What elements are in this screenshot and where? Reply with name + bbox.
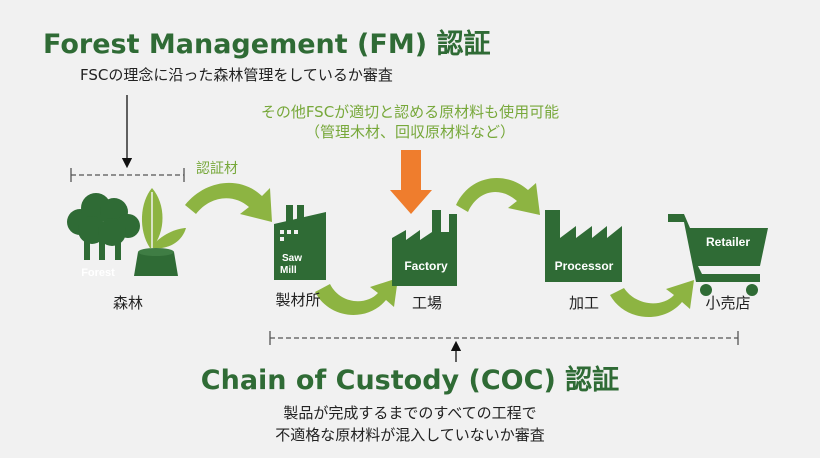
arrow-processor-to-retailer [610, 280, 694, 318]
factory-icon: Factory [392, 210, 457, 286]
coc-scope-bracket [269, 331, 739, 345]
fm-scope-bracket [70, 168, 185, 182]
fm-description: FSCの理念に沿った森林管理をしているか審査 [80, 66, 393, 84]
coc-title: Chain of Custody (COC) 認証 [200, 365, 620, 396]
coc-description-line2: 不適格な原材料が混入していないか審査 [275, 426, 545, 444]
other-materials-line2: （管理木材、回収原材料など） [304, 123, 515, 141]
retailer-icon-label: Retailer [706, 235, 750, 249]
fm-title: Forest Management (FM) 認証 [43, 29, 491, 60]
sawmill-icon-label-1: Saw [282, 253, 302, 264]
certified-material-label: 認証材 [196, 161, 238, 177]
factory-icon-label: Factory [404, 259, 448, 273]
stage-label-forest: 森林 [112, 294, 143, 312]
arrow-sawmill-to-factory [315, 278, 398, 315]
sawmill-icon-label-2: Mill [280, 265, 297, 276]
coc-description-line1: 製品が完成するまでのすべての工程で [283, 404, 537, 422]
other-materials-line1: その他FSCが適切と認める原材料も使用可能 [260, 103, 560, 121]
processor-icon-label: Processor [555, 259, 614, 273]
stage-label-retailer: 小売店 [705, 294, 751, 312]
forest-icon: Forest [67, 188, 186, 279]
processor-icon: Processor [545, 210, 622, 282]
arrow-factory-to-processor [456, 178, 540, 215]
forest-icon-label: Forest [81, 267, 115, 279]
stage-label-processor: 加工 [568, 294, 599, 312]
sawmill-icon: Saw Mill [274, 205, 326, 280]
stage-label-sawmill: 製材所 [275, 291, 321, 309]
stage-label-factory: 工場 [411, 294, 442, 312]
arrow-forest-to-sawmill [185, 182, 272, 222]
retailer-icon: Retailer [668, 214, 768, 296]
other-materials-arrow [390, 150, 432, 214]
